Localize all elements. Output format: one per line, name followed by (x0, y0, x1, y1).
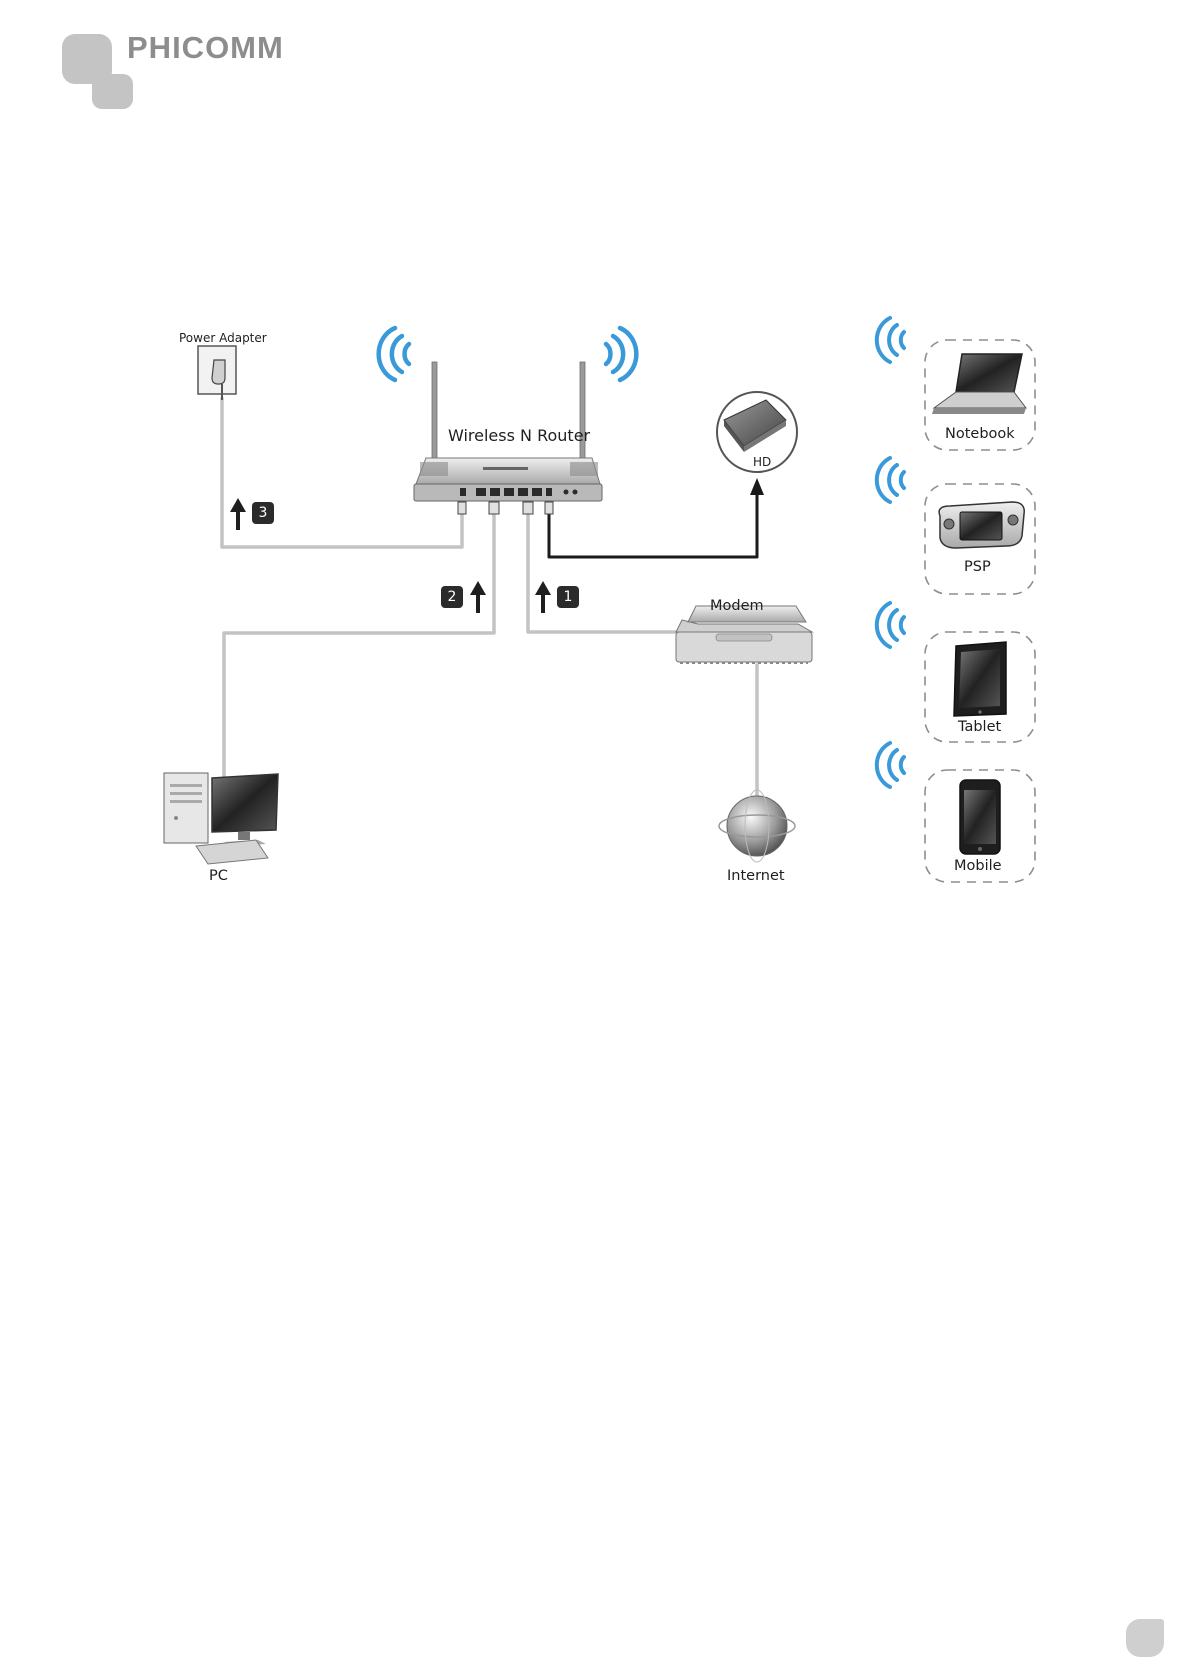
pc-lan-cable (224, 512, 494, 777)
client-label-psp: PSP (964, 559, 991, 575)
hd-label: HD (753, 455, 771, 469)
internet-globe-icon (719, 790, 795, 862)
power-adapter-label: Power Adapter (179, 331, 267, 345)
router-wifi-right (606, 328, 636, 380)
usb-arrowhead (750, 478, 764, 495)
step-badge-2: 2 (441, 586, 463, 608)
pc-icon (164, 773, 278, 864)
notebook-icon (932, 354, 1026, 414)
page-corner-tab (1126, 1619, 1164, 1657)
router-wifi-left (379, 328, 409, 380)
modem-label: Modem (710, 598, 764, 614)
step-badge-1: 1 (557, 586, 579, 608)
client-label-notebook: Notebook (945, 426, 1015, 442)
modem-icon (676, 606, 812, 663)
power-adapter-icon (198, 346, 236, 400)
internet-label: Internet (727, 868, 785, 884)
mobile-icon (960, 780, 1000, 854)
step-badge-3: 3 (252, 502, 274, 524)
tablet-icon (954, 642, 1006, 716)
client-label-mobile: Mobile (954, 858, 1002, 874)
router-label: Wireless N Router (448, 426, 590, 445)
client-wifi-icons (877, 318, 904, 787)
client-label-tablet: Tablet (958, 719, 1001, 735)
step-arrows (230, 498, 551, 613)
psp-icon (939, 502, 1024, 548)
pc-label: PC (209, 868, 228, 884)
